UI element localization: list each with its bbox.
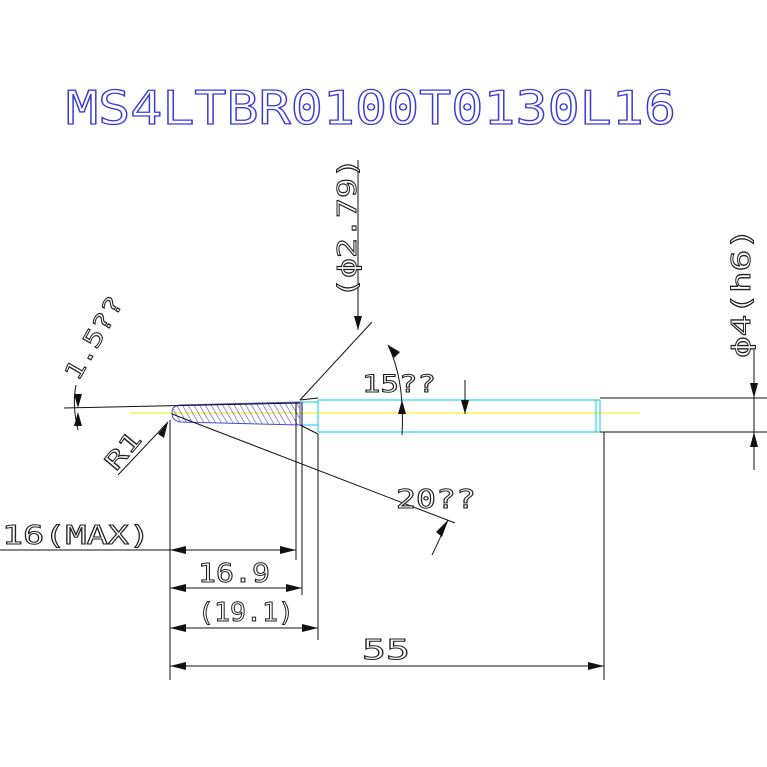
neck-length-label: (19.1) [198, 598, 294, 628]
drawing-background [0, 85, 767, 680]
taper-angle-label: 15?? [362, 370, 436, 398]
overall-length-label: 55 [362, 633, 410, 666]
effective-length-label: 16.9 [198, 559, 270, 589]
clearance-angle-label: 20?? [396, 485, 476, 515]
part-number-title: MS4LTBR0100T0130L16 [66, 81, 676, 135]
tool-outline [300, 399, 601, 433]
neck-diameter-label: (ϕ2.79) [333, 158, 363, 298]
dimension-lines [0, 160, 767, 680]
shank-diameter-label: ϕ4(h6) [727, 228, 757, 358]
max-length-label: 16(MAX) [2, 521, 150, 551]
dimension-arrows [74, 316, 758, 670]
